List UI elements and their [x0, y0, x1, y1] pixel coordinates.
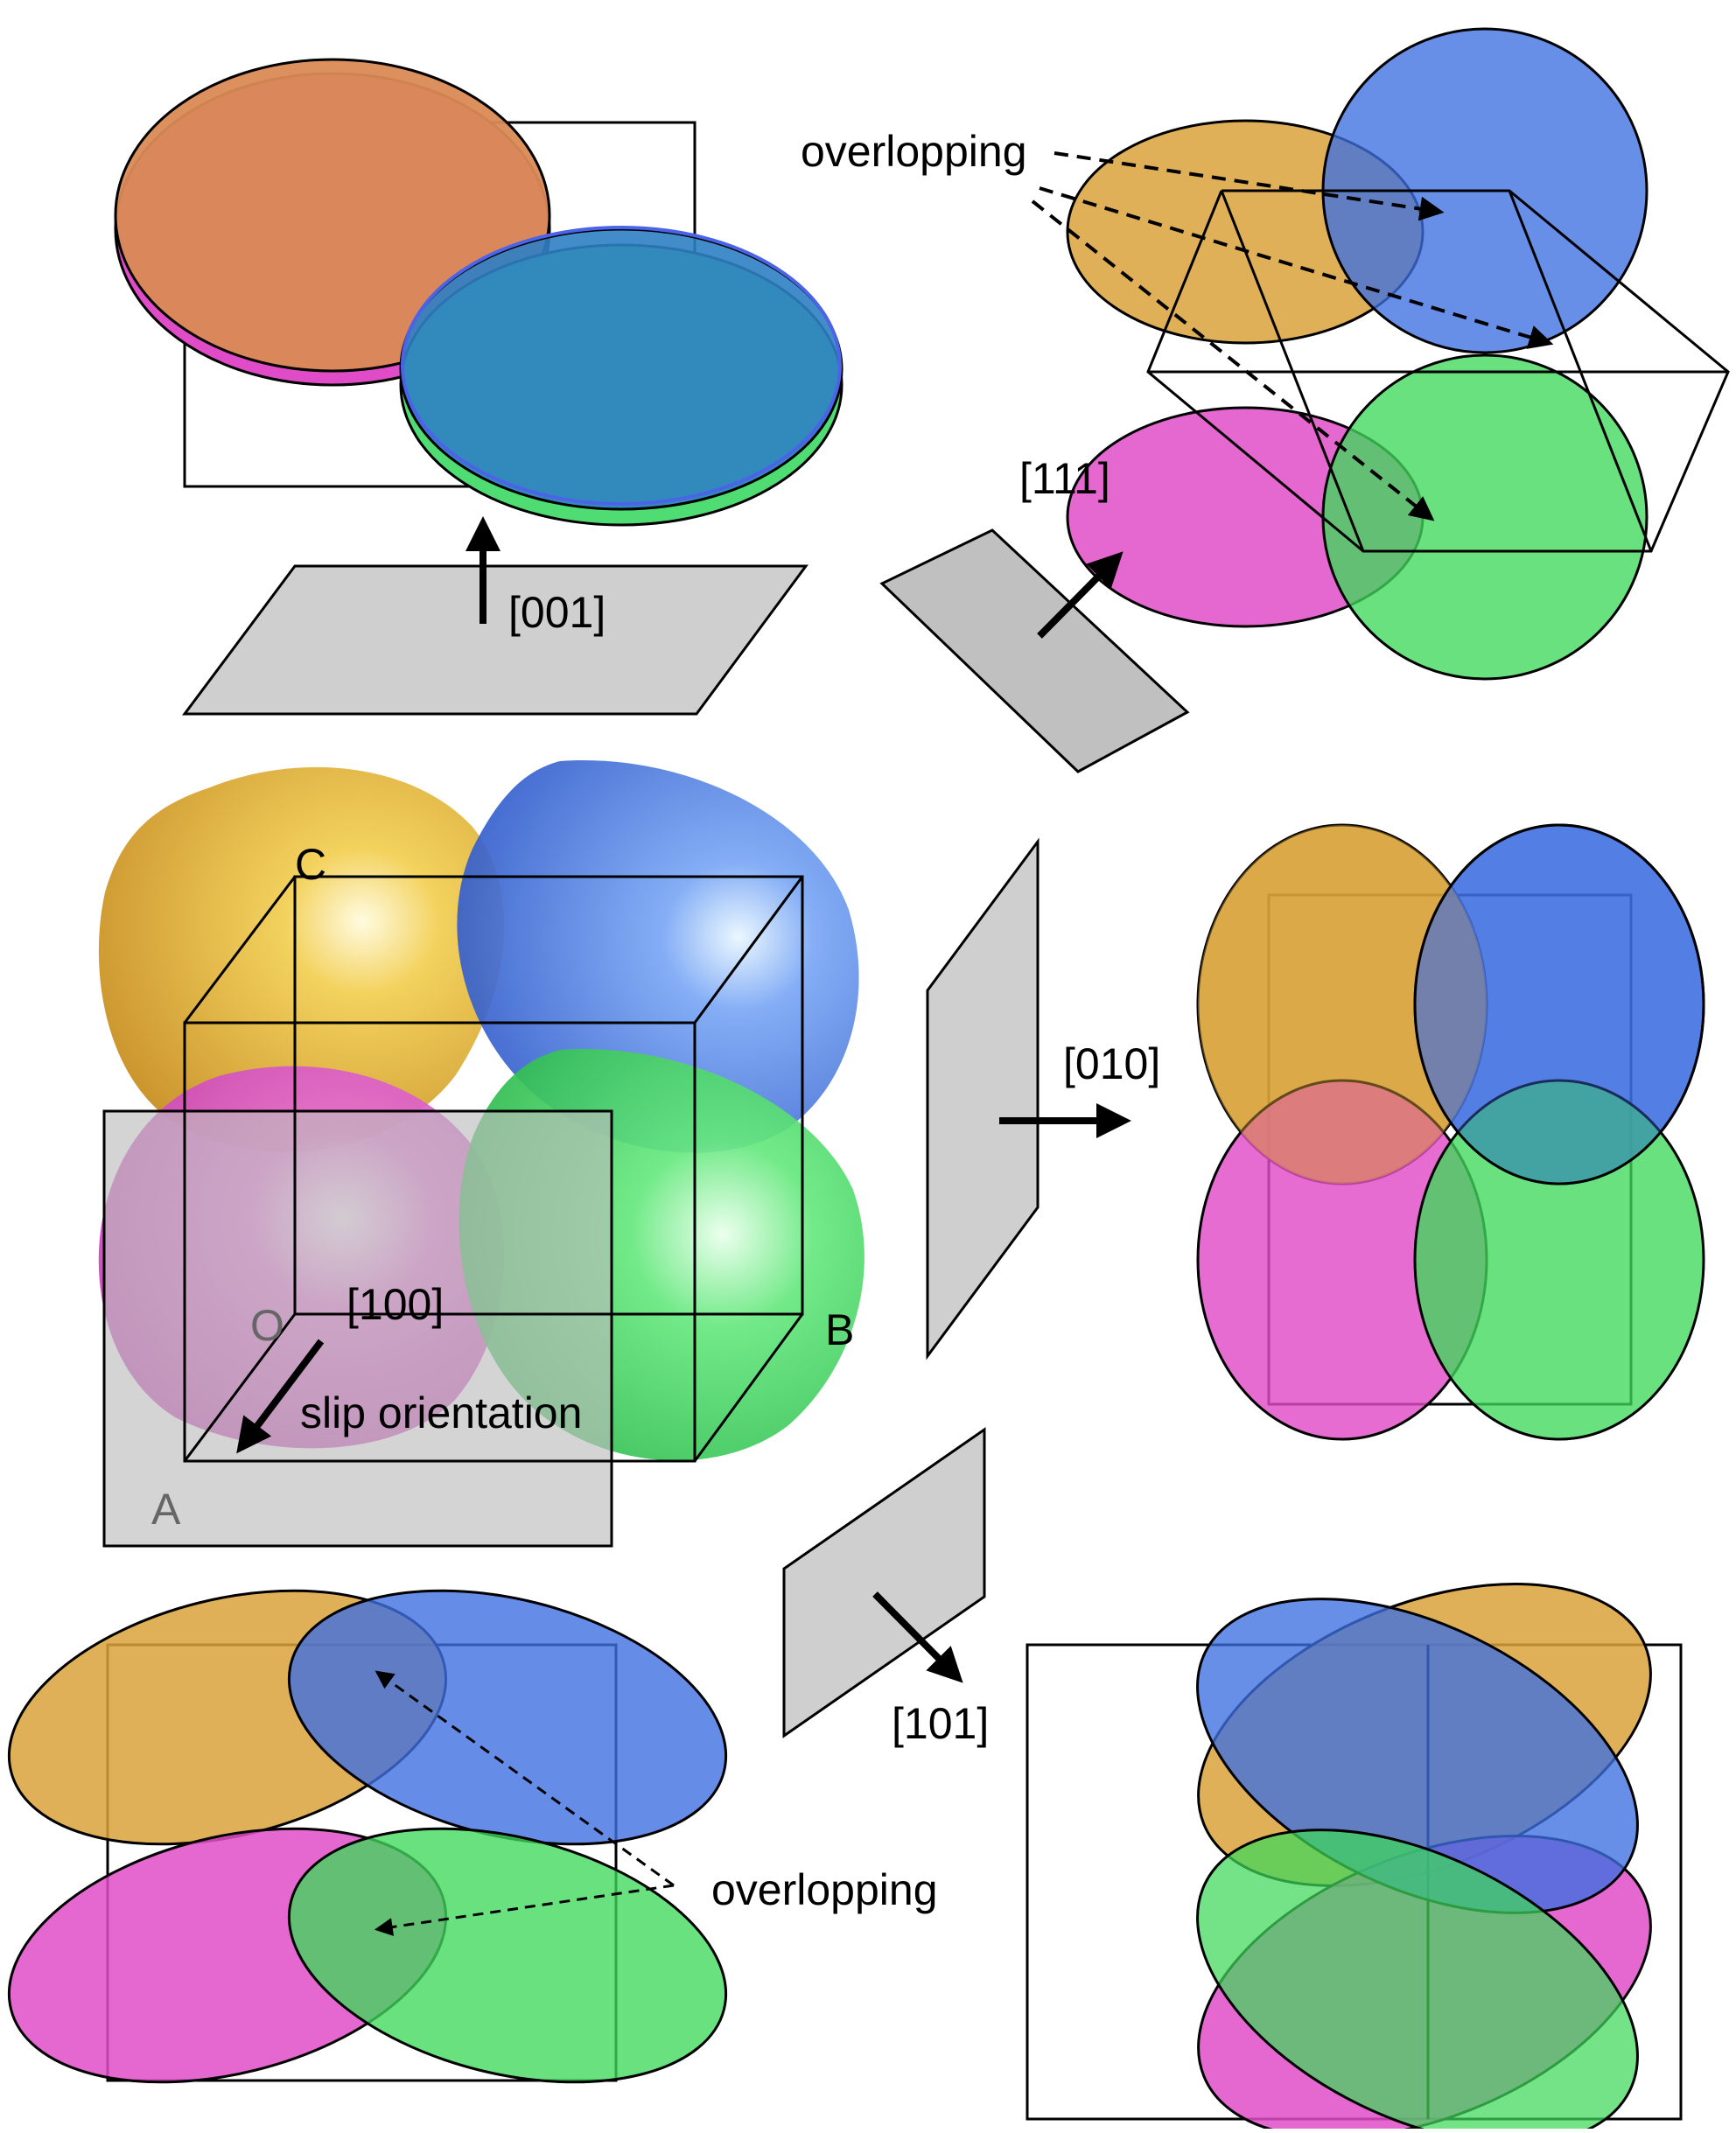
orange-blob: [98, 766, 505, 1152]
orange-overlap-top: [1198, 825, 1487, 1184]
label-overlap-top: overlopping: [801, 127, 1027, 176]
panel-3d-lattice: C O B A [100] slip orientation: [98, 760, 864, 1548]
panel-101-projection: [1026, 1583, 1683, 2133]
overlap-arrows-top: [1031, 151, 1554, 521]
panel-101: [101]: [782, 1427, 989, 1748]
plane-111: [879, 528, 1190, 773]
label-100: [100]: [346, 1280, 444, 1329]
panel-111: overlopping [111]: [801, 27, 1730, 773]
label-corner-b: B: [825, 1305, 854, 1354]
green-circle: [1321, 353, 1648, 681]
arrow-slip: [236, 1339, 325, 1454]
label-corner-c: C: [295, 840, 326, 889]
arrow-101: [872, 1591, 963, 1683]
blue-disk: [399, 227, 844, 511]
blue-overlap-top: [1413, 823, 1705, 1185]
panel-100-projection: overlopping: [7, 1589, 938, 2084]
plane-010: [926, 837, 1040, 1360]
panel-010: [010]: [926, 823, 1705, 1441]
green-ellipse: [1196, 1829, 1639, 2133]
label-slip-orientation: slip orientation: [300, 1388, 582, 1437]
label-111: [111]: [1019, 454, 1110, 503]
cube-3d-wireframe: [183, 875, 804, 1463]
label-overlap-bottom: overlopping: [711, 1865, 938, 1914]
arrow-111: [1037, 551, 1124, 639]
green-ellipse: [287, 1827, 728, 2084]
plane-001: [182, 564, 808, 716]
plane-101: [782, 1427, 986, 1738]
panel-001: [001]: [114, 58, 844, 716]
label-101: [101]: [892, 1699, 989, 1748]
label-001: [001]: [508, 588, 606, 637]
plane-100: [102, 1109, 613, 1548]
label-corner-o: O: [250, 1301, 284, 1350]
overlap-arrows-bottom: [374, 1670, 675, 1936]
label-010: [010]: [1063, 1039, 1160, 1088]
blue-disk-rim: [401, 226, 842, 506]
green-ellipse: [1413, 1079, 1705, 1441]
label-corner-a: A: [151, 1485, 181, 1534]
